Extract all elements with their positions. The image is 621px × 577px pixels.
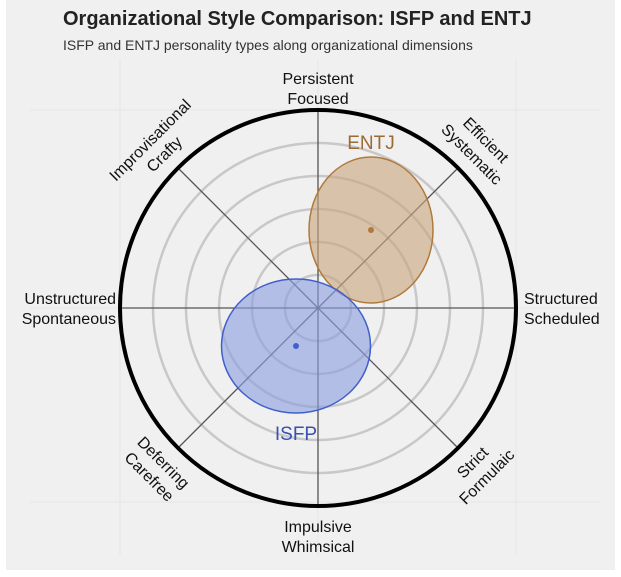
svg-text:Whimsical: Whimsical [282, 539, 355, 556]
chart-title: Organizational Style Comparison: ISFP an… [63, 8, 532, 30]
type-labels: ENTJ ISFP [275, 133, 395, 445]
svg-text:Spontaneous: Spontaneous [22, 311, 116, 328]
svg-text:Persistent: Persistent [282, 71, 354, 88]
outer-ring [118, 108, 518, 508]
type-label-entj: ENTJ [347, 133, 395, 154]
svg-text:Unstructured: Unstructured [24, 291, 116, 308]
center-dot-entj [368, 227, 374, 233]
svg-text:Scheduled: Scheduled [524, 311, 600, 328]
type-label-isfp: ISFP [275, 424, 317, 445]
chart-subtitle: ISFP and ENTJ personality types along or… [63, 37, 473, 53]
center-dot-isfp [293, 343, 299, 349]
series-ellipses [220, 156, 434, 414]
svg-text:Impulsive: Impulsive [284, 519, 352, 536]
svg-text:Focused: Focused [287, 91, 348, 108]
svg-text:Structured: Structured [524, 291, 598, 308]
